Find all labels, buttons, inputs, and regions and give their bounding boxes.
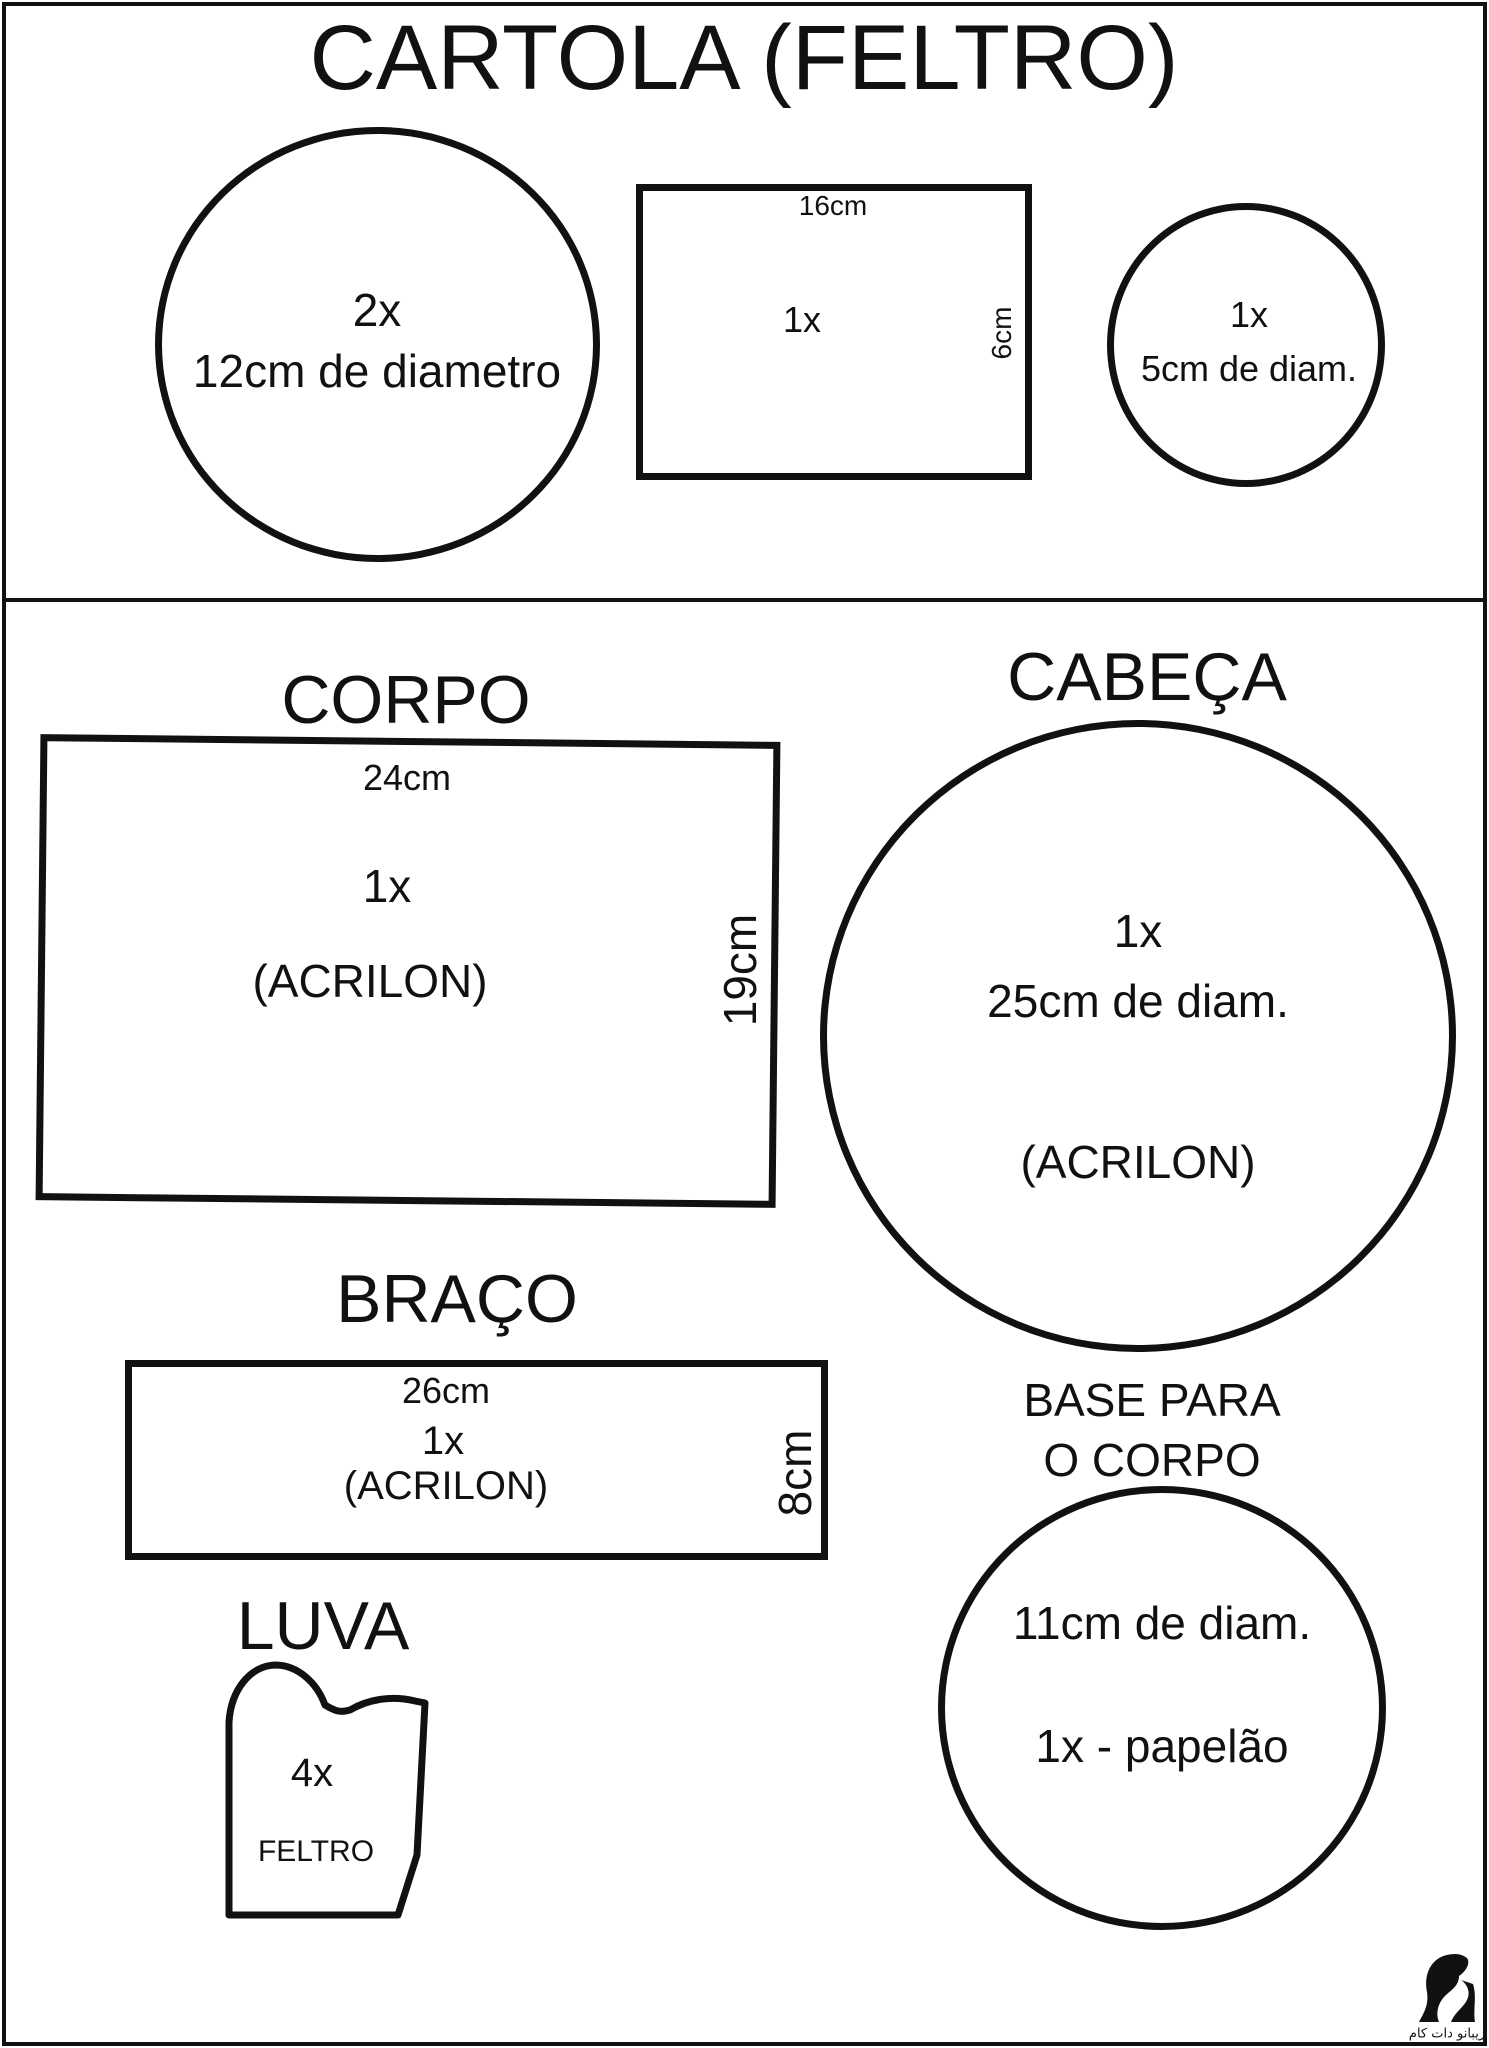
luva-material: FELTRO: [257, 1835, 375, 1868]
cartola-small-circle-size: 5cm de diam.: [1140, 348, 1358, 389]
cartola-small-circle: [1107, 203, 1385, 487]
braco-width-label: 26cm: [401, 1370, 491, 1411]
bottom-section-frame: [2, 598, 1487, 2046]
luva-shape: [225, 1661, 429, 1919]
corpo-height-label: 19cm: [714, 913, 766, 1027]
cartola-rect-height-label: 6cm: [986, 306, 1017, 360]
cartola-big-circle-qty: 2x: [352, 284, 402, 336]
cartola-title: CARTOLA (FELTRO): [309, 7, 1179, 109]
luva-qty: 4x: [290, 1751, 334, 1795]
cabeca-title: CABEÇA: [1007, 639, 1287, 715]
base-qty-material: 1x - papelão: [1035, 1720, 1289, 1772]
cartola-rect-width-label: 16cm: [798, 190, 868, 221]
cartola-big-circle-size: 12cm de diametro: [192, 345, 562, 397]
corpo-qty: 1x: [362, 860, 412, 912]
base-title-line2: O CORPO: [1043, 1434, 1261, 1486]
braco-rect: [125, 1360, 828, 1560]
cabeca-circle: [820, 720, 1456, 1352]
corpo-material: (ACRILON): [252, 955, 488, 1007]
luva-title: LUVA: [236, 1588, 410, 1664]
base-size: 11cm de diam.: [1012, 1597, 1312, 1649]
corpo-width-label: 24cm: [362, 757, 452, 798]
cartola-big-circle: [155, 127, 600, 562]
cabeca-qty: 1x: [1113, 905, 1163, 957]
cartola-rect: [636, 184, 1032, 480]
cartola-small-circle-qty: 1x: [1229, 294, 1269, 335]
woman-silhouette-logo-icon: [1419, 1954, 1475, 2022]
braco-height-label: 8cm: [769, 1429, 821, 1517]
corpo-title: CORPO: [281, 662, 531, 738]
cartola-rect-qty: 1x: [782, 299, 822, 340]
base-title-line1: BASE PARA: [1023, 1374, 1281, 1426]
cabeca-material: (ACRILON): [1020, 1136, 1256, 1188]
base-circle: [938, 1486, 1386, 1930]
watermark-text: زیبانو دات کام: [1408, 2026, 1486, 2042]
braco-material: (ACRILON): [343, 1464, 549, 1508]
braco-title: BRAÇO: [336, 1261, 578, 1337]
cabeca-size: 25cm de diam.: [987, 975, 1289, 1027]
braco-qty: 1x: [421, 1419, 465, 1463]
